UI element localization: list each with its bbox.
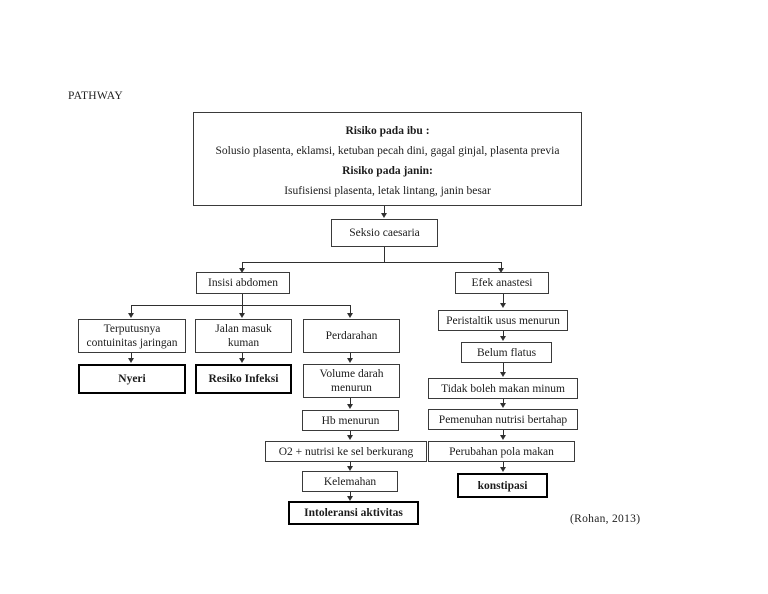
arrow-header-to-seksio — [380, 213, 387, 218]
arrow-to-kelemahan — [346, 466, 353, 471]
node-intoleransi-aktivitas: Intoleransi aktivitas — [288, 501, 419, 525]
risiko-janin-detail: Isufisiensi plasenta, letak lintang, jan… — [284, 185, 491, 197]
connector-seksio-split — [242, 262, 502, 263]
connector-insisi-mid — [242, 305, 243, 314]
connector-perubahan-to-konstipasi — [503, 462, 504, 468]
connector-seksio-right — [501, 262, 502, 270]
node-nyeri: Nyeri — [78, 364, 186, 394]
connector-insisi-left — [131, 305, 132, 314]
node-terputusnya-kontinuitas: Terputusnya contuinitas jaringan — [78, 319, 186, 353]
risiko-ibu-title: Risiko pada ibu : — [345, 125, 430, 137]
node-efek-anastesi: Efek anastesi — [455, 272, 549, 294]
arrow-to-resiko-infeksi — [238, 358, 245, 363]
node-seksio-caesaria: Seksio caesaria — [331, 219, 438, 247]
arrow-to-tidak-boleh — [499, 372, 506, 377]
node-o2-nutrisi-berkurang: O2 + nutrisi ke sel berkurang — [265, 441, 427, 462]
arrow-to-nyeri — [127, 358, 134, 363]
connector-pemenuhan-to-perubahan — [503, 430, 504, 436]
node-perdarahan: Perdarahan — [303, 319, 400, 353]
arrow-to-hb-menurun — [346, 404, 353, 409]
citation-label: (Rohan, 2013) — [570, 513, 641, 525]
arrow-to-intoleransi — [346, 496, 353, 501]
arrow-to-o2-nutrisi — [346, 435, 353, 440]
node-hb-menurun: Hb menurun — [302, 410, 399, 431]
connector-jalan-down — [242, 353, 243, 359]
risiko-janin-title: Risiko pada janin: — [342, 165, 433, 177]
arrow-to-insisi — [238, 268, 245, 273]
arrow-to-perdarahan — [346, 313, 353, 318]
connector-seksio-down — [384, 247, 385, 262]
connector-efek-to-peristaltik — [503, 294, 504, 304]
node-peristaltik-usus-menurun: Peristaltik usus menurun — [438, 310, 568, 331]
arrow-to-volume-darah — [346, 358, 353, 363]
node-resiko-infeksi: Resiko Infeksi — [195, 364, 292, 394]
connector-perdarahan-down — [350, 353, 351, 359]
node-insisi-abdomen: Insisi abdomen — [196, 272, 290, 294]
connector-o2-to-kelemahan — [350, 462, 351, 467]
arrow-to-belum-flatus — [499, 336, 506, 341]
connector-volume-to-hb — [350, 398, 351, 405]
arrow-to-peristaltik — [499, 303, 506, 308]
node-konstipasi: konstipasi — [457, 473, 548, 498]
node-belum-flatus: Belum flatus — [461, 342, 552, 363]
connector-terputusnya-down — [131, 353, 132, 359]
node-jalan-masuk-kuman: Jalan masuk kuman — [195, 319, 292, 353]
connector-flatus-to-tidak-boleh — [503, 363, 504, 372]
arrow-to-pemenuhan — [499, 403, 506, 408]
node-tidak-boleh-makan-minum: Tidak boleh makan minum — [428, 378, 578, 399]
connector-header-to-seksio — [384, 206, 385, 214]
connector-insisi-right — [350, 305, 351, 314]
node-volume-darah-menurun: Volume darah menurun — [303, 364, 400, 398]
node-kelemahan: Kelemahan — [302, 471, 398, 492]
page-title: PATHWAY — [68, 90, 123, 102]
connector-hb-to-o2 — [350, 431, 351, 436]
arrow-to-terputusnya — [127, 313, 134, 318]
connector-insisi-down — [242, 294, 243, 305]
connector-insisi-split — [131, 305, 351, 306]
node-risiko-header: Risiko pada ibu : Solusio plasenta, ekla… — [193, 112, 582, 206]
arrow-to-efek — [497, 268, 504, 273]
connector-tidak-boleh-to-pemenuhan — [503, 399, 504, 404]
connector-peristaltik-to-flatus — [503, 331, 504, 337]
arrow-to-jalan-masuk — [238, 313, 245, 318]
connector-kelemahan-to-intoleransi — [350, 492, 351, 497]
connector-seksio-left — [242, 262, 243, 270]
node-perubahan-pola-makan: Perubahan pola makan — [428, 441, 575, 462]
arrow-to-konstipasi — [499, 467, 506, 472]
risiko-ibu-detail: Solusio plasenta, eklamsi, ketuban pecah… — [215, 145, 560, 157]
arrow-to-perubahan-pola — [499, 435, 506, 440]
node-pemenuhan-nutrisi-bertahap: Pemenuhan nutrisi bertahap — [428, 409, 578, 430]
